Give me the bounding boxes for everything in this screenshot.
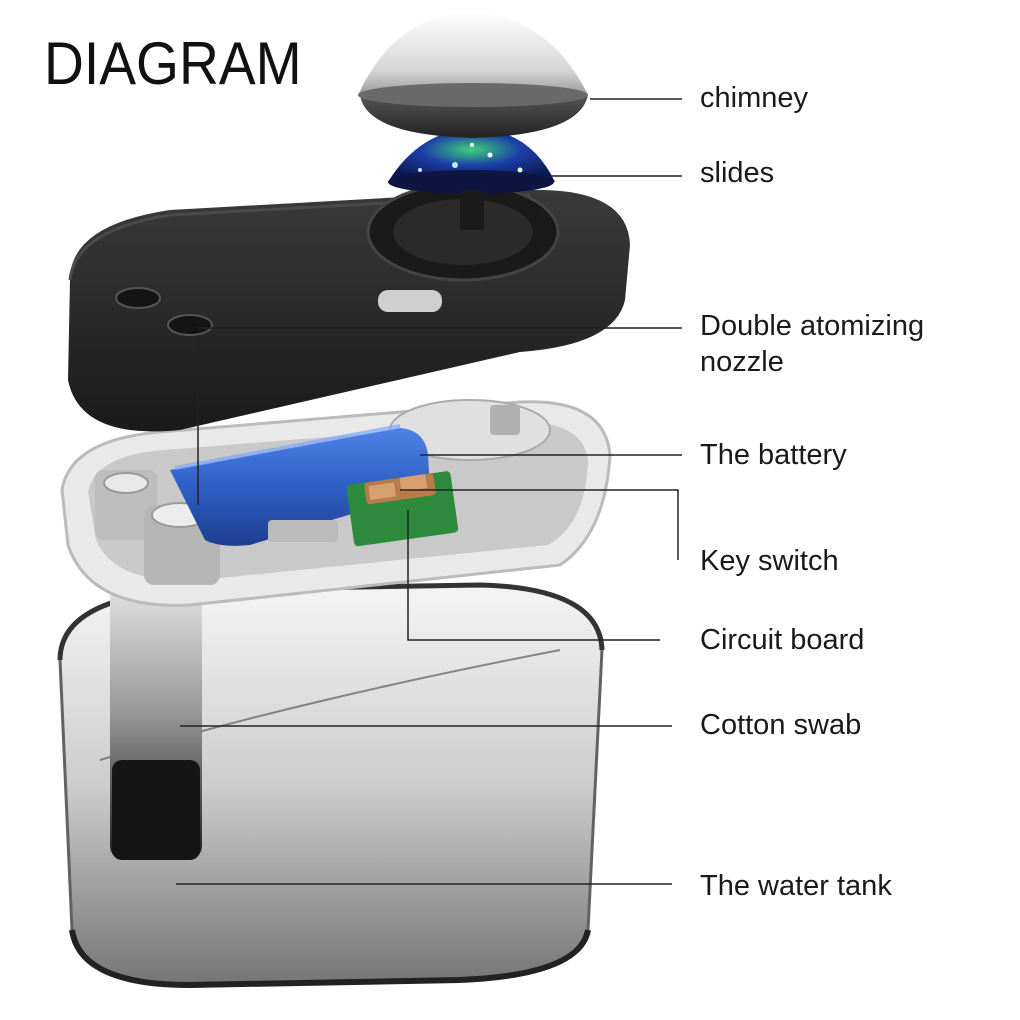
slides-dome	[388, 128, 555, 230]
label-battery: The battery	[700, 439, 847, 471]
diagram-title: DIAGRAM	[44, 30, 302, 97]
leader-line-key-switch	[400, 489, 679, 560]
battery	[170, 424, 430, 546]
label-chimney: chimney	[700, 82, 808, 114]
label-circuit-board: Circuit board	[700, 624, 865, 656]
label-cotton-swab: Cotton swab	[700, 709, 862, 741]
leader-line-circuit-board	[407, 510, 660, 641]
base-tray	[60, 399, 612, 607]
top-lid	[68, 182, 630, 432]
cotton-swab	[110, 580, 202, 860]
label-slides: slides	[700, 157, 775, 189]
chimney-dome	[358, 12, 588, 138]
label-key-switch: Key switch	[700, 545, 839, 577]
label-double-atomizing-nozzle: Double atomizing nozzle	[700, 310, 925, 378]
label-water-tank: The water tank	[700, 870, 892, 902]
leader-lines	[176, 98, 682, 885]
